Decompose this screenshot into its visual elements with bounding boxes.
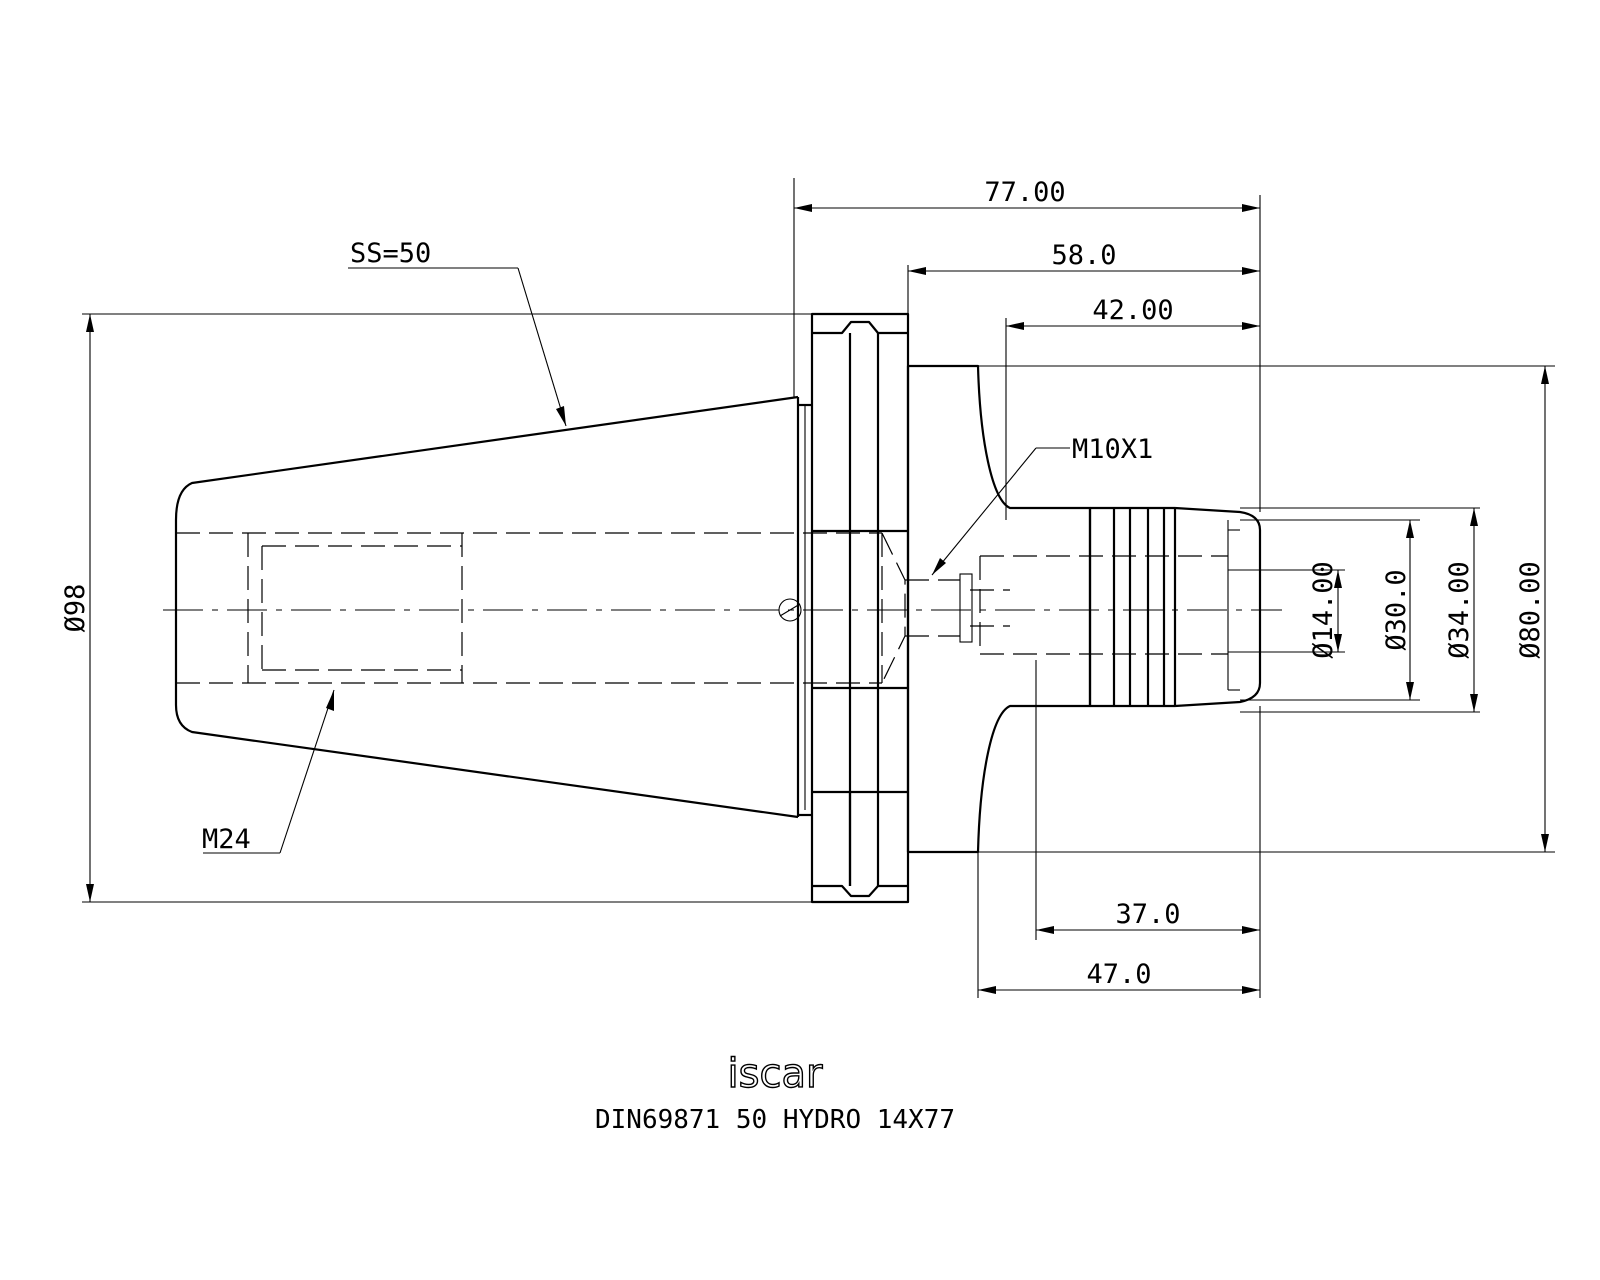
dimension-labels: 77.00 58.0 42.00 37.0 47.0 Ø98 Ø14.00 Ø3…	[60, 177, 1546, 990]
dimension-lines	[86, 204, 1549, 994]
dim-diameter-30: Ø30.0	[1381, 569, 1412, 650]
extension-lines	[82, 178, 1555, 998]
dim-overall-length: 77.00	[984, 177, 1065, 208]
dim-body-to-end: 42.00	[1092, 295, 1173, 326]
flange	[810, 312, 910, 904]
dim-flange-diameter: Ø98	[60, 584, 91, 633]
callout-adjust-screw: M10X1	[1072, 434, 1153, 465]
hydro-shank	[1088, 506, 1262, 708]
brand-block: iscar DIN69871 50 HYDRO 14X77	[595, 1050, 955, 1135]
dim-diameter-34: Ø34.00	[1444, 561, 1475, 659]
leader-lines	[203, 267, 1070, 854]
callout-taper: SS=50	[350, 238, 431, 269]
dim-shank-section: 37.0	[1115, 899, 1180, 930]
dim-flange-to-end: 58.0	[1051, 240, 1116, 271]
body	[906, 364, 1092, 854]
dim-bore-diameter: Ø14.00	[1308, 561, 1339, 659]
brand-logo: iscar	[728, 1051, 823, 1097]
tool-holder-outline	[174, 312, 1262, 904]
dim-lower-length: 47.0	[1086, 959, 1151, 990]
dim-body-diameter: Ø80.00	[1515, 561, 1546, 659]
hidden-features	[176, 532, 1228, 684]
taper-shank	[174, 395, 799, 819]
part-designation: DIN69871 50 HYDRO 14X77	[595, 1105, 955, 1135]
callout-retention-thread: M24	[202, 824, 251, 855]
callout-labels: SS=50 M24 M10X1	[202, 238, 1153, 855]
